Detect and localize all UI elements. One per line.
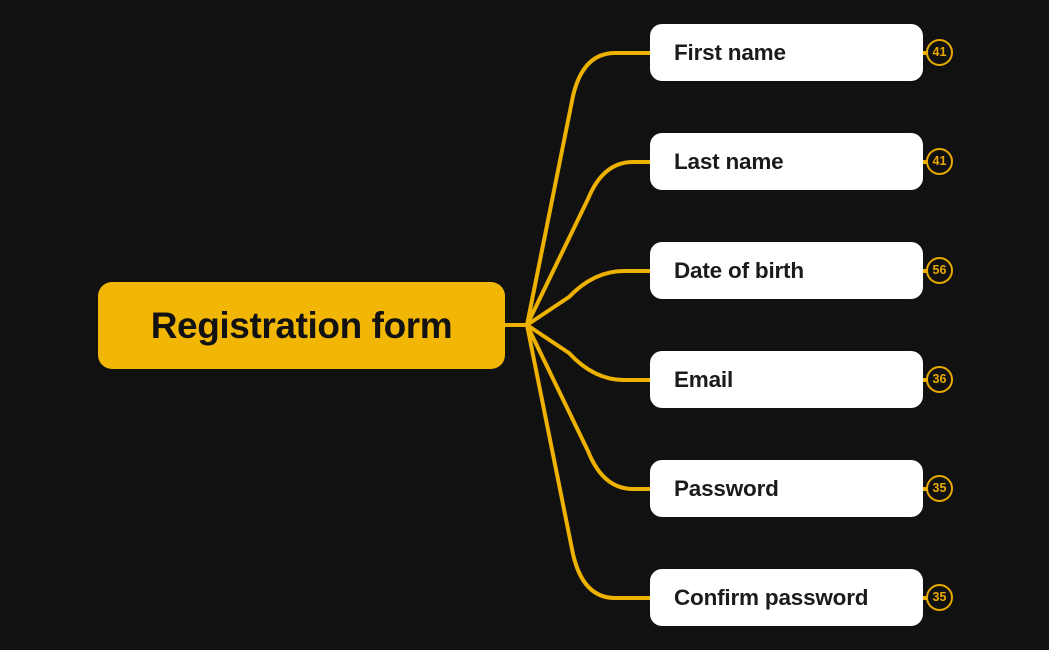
child-node-label: Date of birth [674,257,804,283]
child-node-label: First name [674,39,786,65]
child-node-email[interactable]: Email [650,351,923,408]
count-badge-password[interactable]: 35 [926,475,953,502]
connector-branch-2 [525,160,652,327]
connector-branch-1 [525,51,652,327]
root-node-label: Registration form [150,304,453,346]
count-badge-email[interactable]: 36 [926,366,953,393]
child-node-label: Password [674,475,779,501]
count-badge-value: 41 [932,45,947,60]
count-badge-value: 35 [932,481,947,496]
count-badge-last-name[interactable]: 41 [926,148,953,175]
child-node-confirm-password[interactable]: Confirm password [650,569,923,626]
child-node-password[interactable]: Password [650,460,923,517]
child-node-first-name[interactable]: First name [650,24,923,81]
child-node-date-of-birth[interactable]: Date of birth [650,242,923,299]
connector-branch-3 [525,269,652,327]
connector-branch-5 [525,323,652,491]
count-badge-first-name[interactable]: 41 [926,39,953,66]
count-badge-value: 41 [932,154,947,169]
child-node-label: Confirm password [674,584,869,610]
connector-branch-4 [525,323,652,382]
child-node-last-name[interactable]: Last name [650,133,923,190]
connector-branch-6 [525,323,652,600]
count-badge-date-of-birth[interactable]: 56 [926,257,953,284]
child-node-label: Last name [674,148,784,174]
count-badge-confirm-password[interactable]: 35 [926,584,953,611]
root-node[interactable]: Registration form [98,282,505,369]
count-badge-value: 36 [932,372,947,387]
count-badge-value: 56 [932,263,947,278]
child-node-label: Email [674,366,734,392]
count-badge-value: 35 [932,590,947,605]
